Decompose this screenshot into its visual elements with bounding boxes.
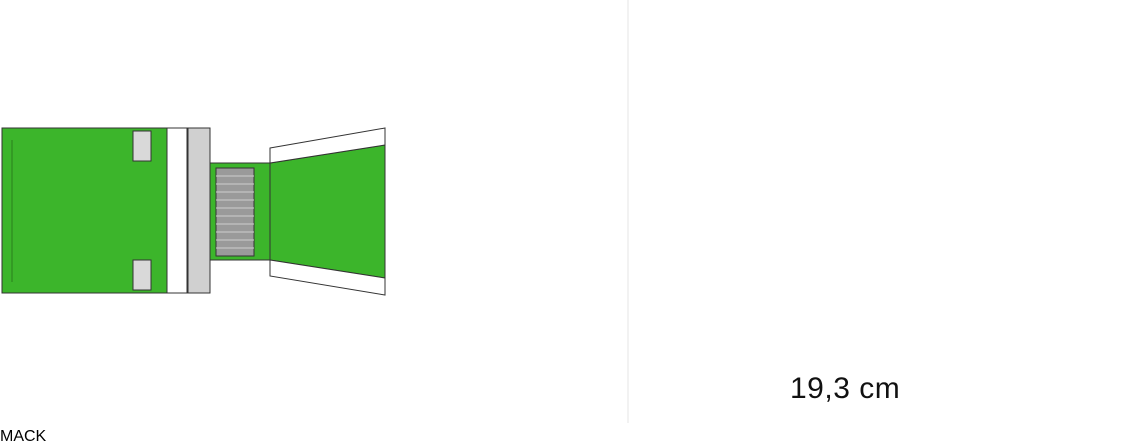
- truck-template-drawing: [1, 0, 629, 423]
- papercraft-template: MACK: [0, 0, 629, 445]
- grille: [215, 167, 255, 257]
- sleeper-vent-top: [132, 130, 152, 162]
- sleeper-box-panel: [1, 127, 211, 294]
- dimension-label: 19,3 cm: [790, 372, 901, 405]
- sleeper-vent-bottom: [132, 259, 152, 291]
- brand-text: MACK: [0, 428, 47, 445]
- hood-panel: [209, 127, 386, 296]
